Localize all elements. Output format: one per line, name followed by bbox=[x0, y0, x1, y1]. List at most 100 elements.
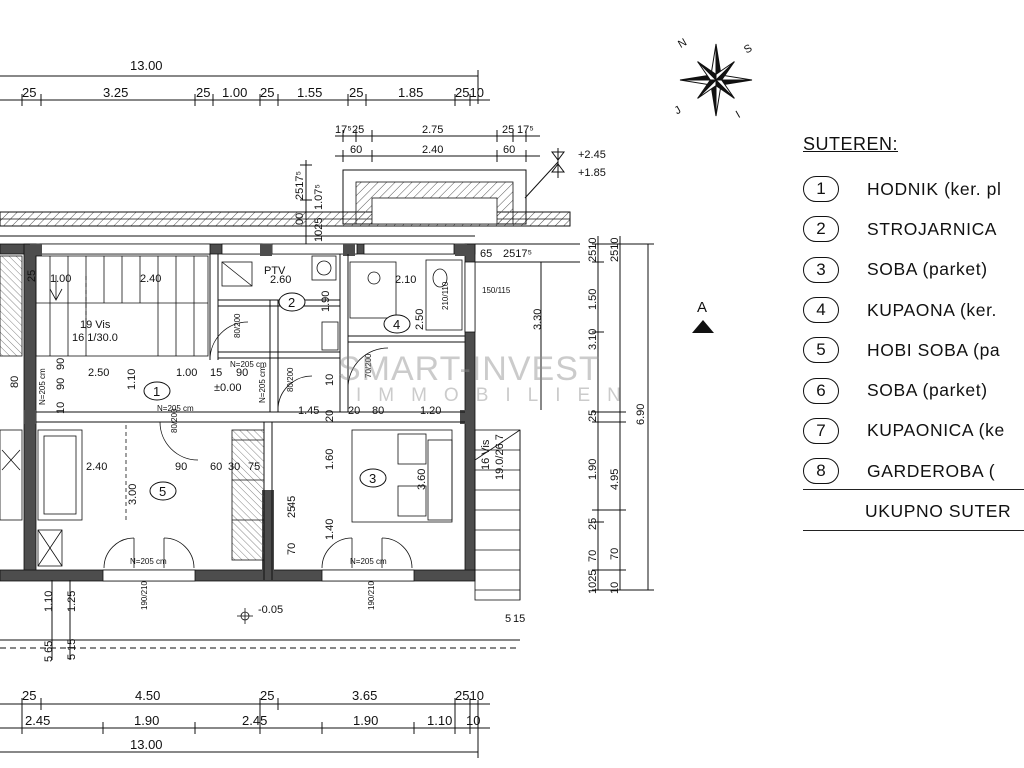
dim-text: 3.30 bbox=[532, 309, 544, 330]
legend-number: 4 bbox=[803, 297, 839, 324]
dim-text: 25 bbox=[22, 688, 36, 703]
legend-number: 3 bbox=[803, 256, 839, 283]
dim-text: 60 bbox=[210, 461, 222, 473]
level-label: -0.05 bbox=[258, 604, 283, 616]
dim-text: 2.10 bbox=[395, 274, 416, 286]
dim-overall-top: 13.00 bbox=[130, 58, 163, 73]
dim-text: 90 bbox=[236, 367, 248, 379]
outside-level-marker-icon bbox=[237, 608, 253, 624]
door-tag: 190/210 bbox=[140, 581, 149, 610]
dim-text: 90 bbox=[55, 378, 67, 390]
dim-text: 25 bbox=[196, 85, 210, 100]
dim-text: 17⁵ bbox=[335, 124, 352, 136]
external-staircase bbox=[474, 429, 521, 601]
dim-text: 3.00 bbox=[127, 484, 139, 505]
dim-text: 1.85 bbox=[398, 85, 423, 100]
legend-item: 2 STROJARNICA bbox=[803, 209, 1024, 249]
dim-text: 90 bbox=[55, 358, 67, 370]
dim-text: 1.40 bbox=[324, 519, 336, 540]
legend-number: 6 bbox=[803, 377, 839, 404]
dim-text: 10 bbox=[609, 582, 621, 594]
level-marker-top bbox=[524, 148, 565, 199]
legend-item: 1 HODNIK (ker. pl bbox=[803, 169, 1024, 209]
dim-text: 2517⁵ bbox=[503, 248, 532, 260]
dim-text: 10 bbox=[466, 713, 480, 728]
dim-text: 1.10 bbox=[427, 713, 452, 728]
dim-text: 1.00 bbox=[222, 85, 247, 100]
dim-text: 4.95 bbox=[609, 469, 621, 490]
legend-number: 5 bbox=[803, 337, 839, 364]
level-text: +2.45 bbox=[578, 149, 606, 161]
dim-text: 3.10 bbox=[587, 329, 599, 350]
right-dimension-lines bbox=[475, 236, 654, 591]
dim-text: 5 65 bbox=[43, 641, 55, 662]
dim-text: 15 bbox=[210, 367, 222, 379]
dim-text: 2.50 bbox=[414, 309, 426, 330]
legend-label: HOBI SOBA (pa bbox=[867, 339, 1001, 360]
room-4-furniture bbox=[349, 259, 463, 331]
door-tag: 190/210 bbox=[367, 581, 376, 610]
room-legend: SUTEREN: 1 HODNIK (ker. pl 2 STROJARNICA… bbox=[803, 134, 1024, 531]
dim-text: 80 bbox=[372, 405, 384, 417]
dim-text: 1.90 bbox=[320, 291, 332, 312]
legend-item: 7 KUPAONICA (ke bbox=[803, 411, 1024, 451]
room-number: 1 bbox=[153, 384, 160, 399]
top-dimension-lines bbox=[0, 70, 540, 162]
section-marker-icon bbox=[692, 320, 714, 333]
dim-text: 2.40 bbox=[140, 273, 161, 285]
dim-text: 1.10 bbox=[126, 369, 138, 390]
dim-text: 2510 bbox=[587, 238, 599, 262]
small-vertical-dims bbox=[300, 160, 312, 246]
interior-walls bbox=[36, 254, 465, 580]
legend-number: 1 bbox=[803, 176, 839, 203]
window-openings bbox=[39, 243, 476, 582]
dim-text: 70 bbox=[286, 543, 298, 555]
door-label: N=205 cm bbox=[230, 360, 267, 369]
dim-text: 25 bbox=[26, 270, 38, 282]
stairs-label: 19.0/26.7 bbox=[494, 434, 506, 480]
dim-text: 25 bbox=[587, 410, 599, 422]
dim-text: 2517⁵ bbox=[294, 171, 306, 200]
room-markers bbox=[143, 292, 411, 501]
dim-text: 25 bbox=[587, 518, 599, 530]
dim-upper-texts: 17⁵ 25 2.75 25 17⁵ 60 2.40 60 bbox=[335, 124, 534, 156]
dim-text: 1.10 bbox=[43, 591, 55, 612]
dim-text: 25 bbox=[349, 85, 363, 100]
dim-text: 2510 bbox=[455, 688, 484, 703]
dim-text: 45 bbox=[286, 496, 298, 508]
room-number: 5 bbox=[159, 484, 166, 499]
legend-label: KUPAONICA (ke bbox=[867, 420, 1005, 441]
dim-text: 2.75 bbox=[422, 124, 443, 136]
dim-text: 15 bbox=[513, 613, 525, 625]
legend-label: HODNIK (ker. pl bbox=[867, 178, 1002, 199]
dim-text: 20 bbox=[324, 410, 336, 422]
dim-text: 90 bbox=[175, 461, 187, 473]
dim-text: 25 bbox=[22, 85, 36, 100]
dim-text: 2510 bbox=[609, 238, 621, 262]
dim-text: 3.60 bbox=[416, 469, 428, 490]
dim-text: 70 bbox=[609, 548, 621, 560]
door-tag: 150/115 bbox=[482, 286, 511, 295]
bottom-dimension-lines bbox=[0, 639, 520, 758]
dim-text: 1.90 bbox=[587, 459, 599, 480]
legend-item: 4 KUPAONA (ker. bbox=[803, 290, 1024, 330]
dim-text: 1.90 bbox=[353, 713, 378, 728]
legend-label: KUPAONA (ker. bbox=[867, 299, 998, 320]
dim-text: 1.25 bbox=[66, 591, 78, 612]
legend-number: 7 bbox=[803, 417, 839, 444]
inner-dimension-texts: 1.00 2.40 2.60 1.90 2.10 2.50 2.50 1.10 … bbox=[9, 270, 441, 555]
dim-text: 25 bbox=[502, 124, 514, 136]
wall-columns bbox=[24, 244, 472, 580]
dim-text: 2.40 bbox=[422, 144, 443, 156]
dim-text: 3.25 bbox=[103, 85, 128, 100]
door-label: N=205 cm bbox=[38, 368, 47, 405]
roof-strip bbox=[0, 169, 571, 237]
dim-text: 1.20 bbox=[420, 405, 441, 417]
dim-text: 25 bbox=[286, 506, 298, 518]
legend-item: 8 GARDEROBA ( bbox=[803, 451, 1024, 491]
compass-letter: J bbox=[673, 104, 684, 117]
compass-letter: I bbox=[734, 109, 743, 121]
dim-text: 5 15 bbox=[66, 639, 78, 660]
compass-letter: S bbox=[742, 42, 754, 56]
dim-text: 25 bbox=[260, 688, 274, 703]
